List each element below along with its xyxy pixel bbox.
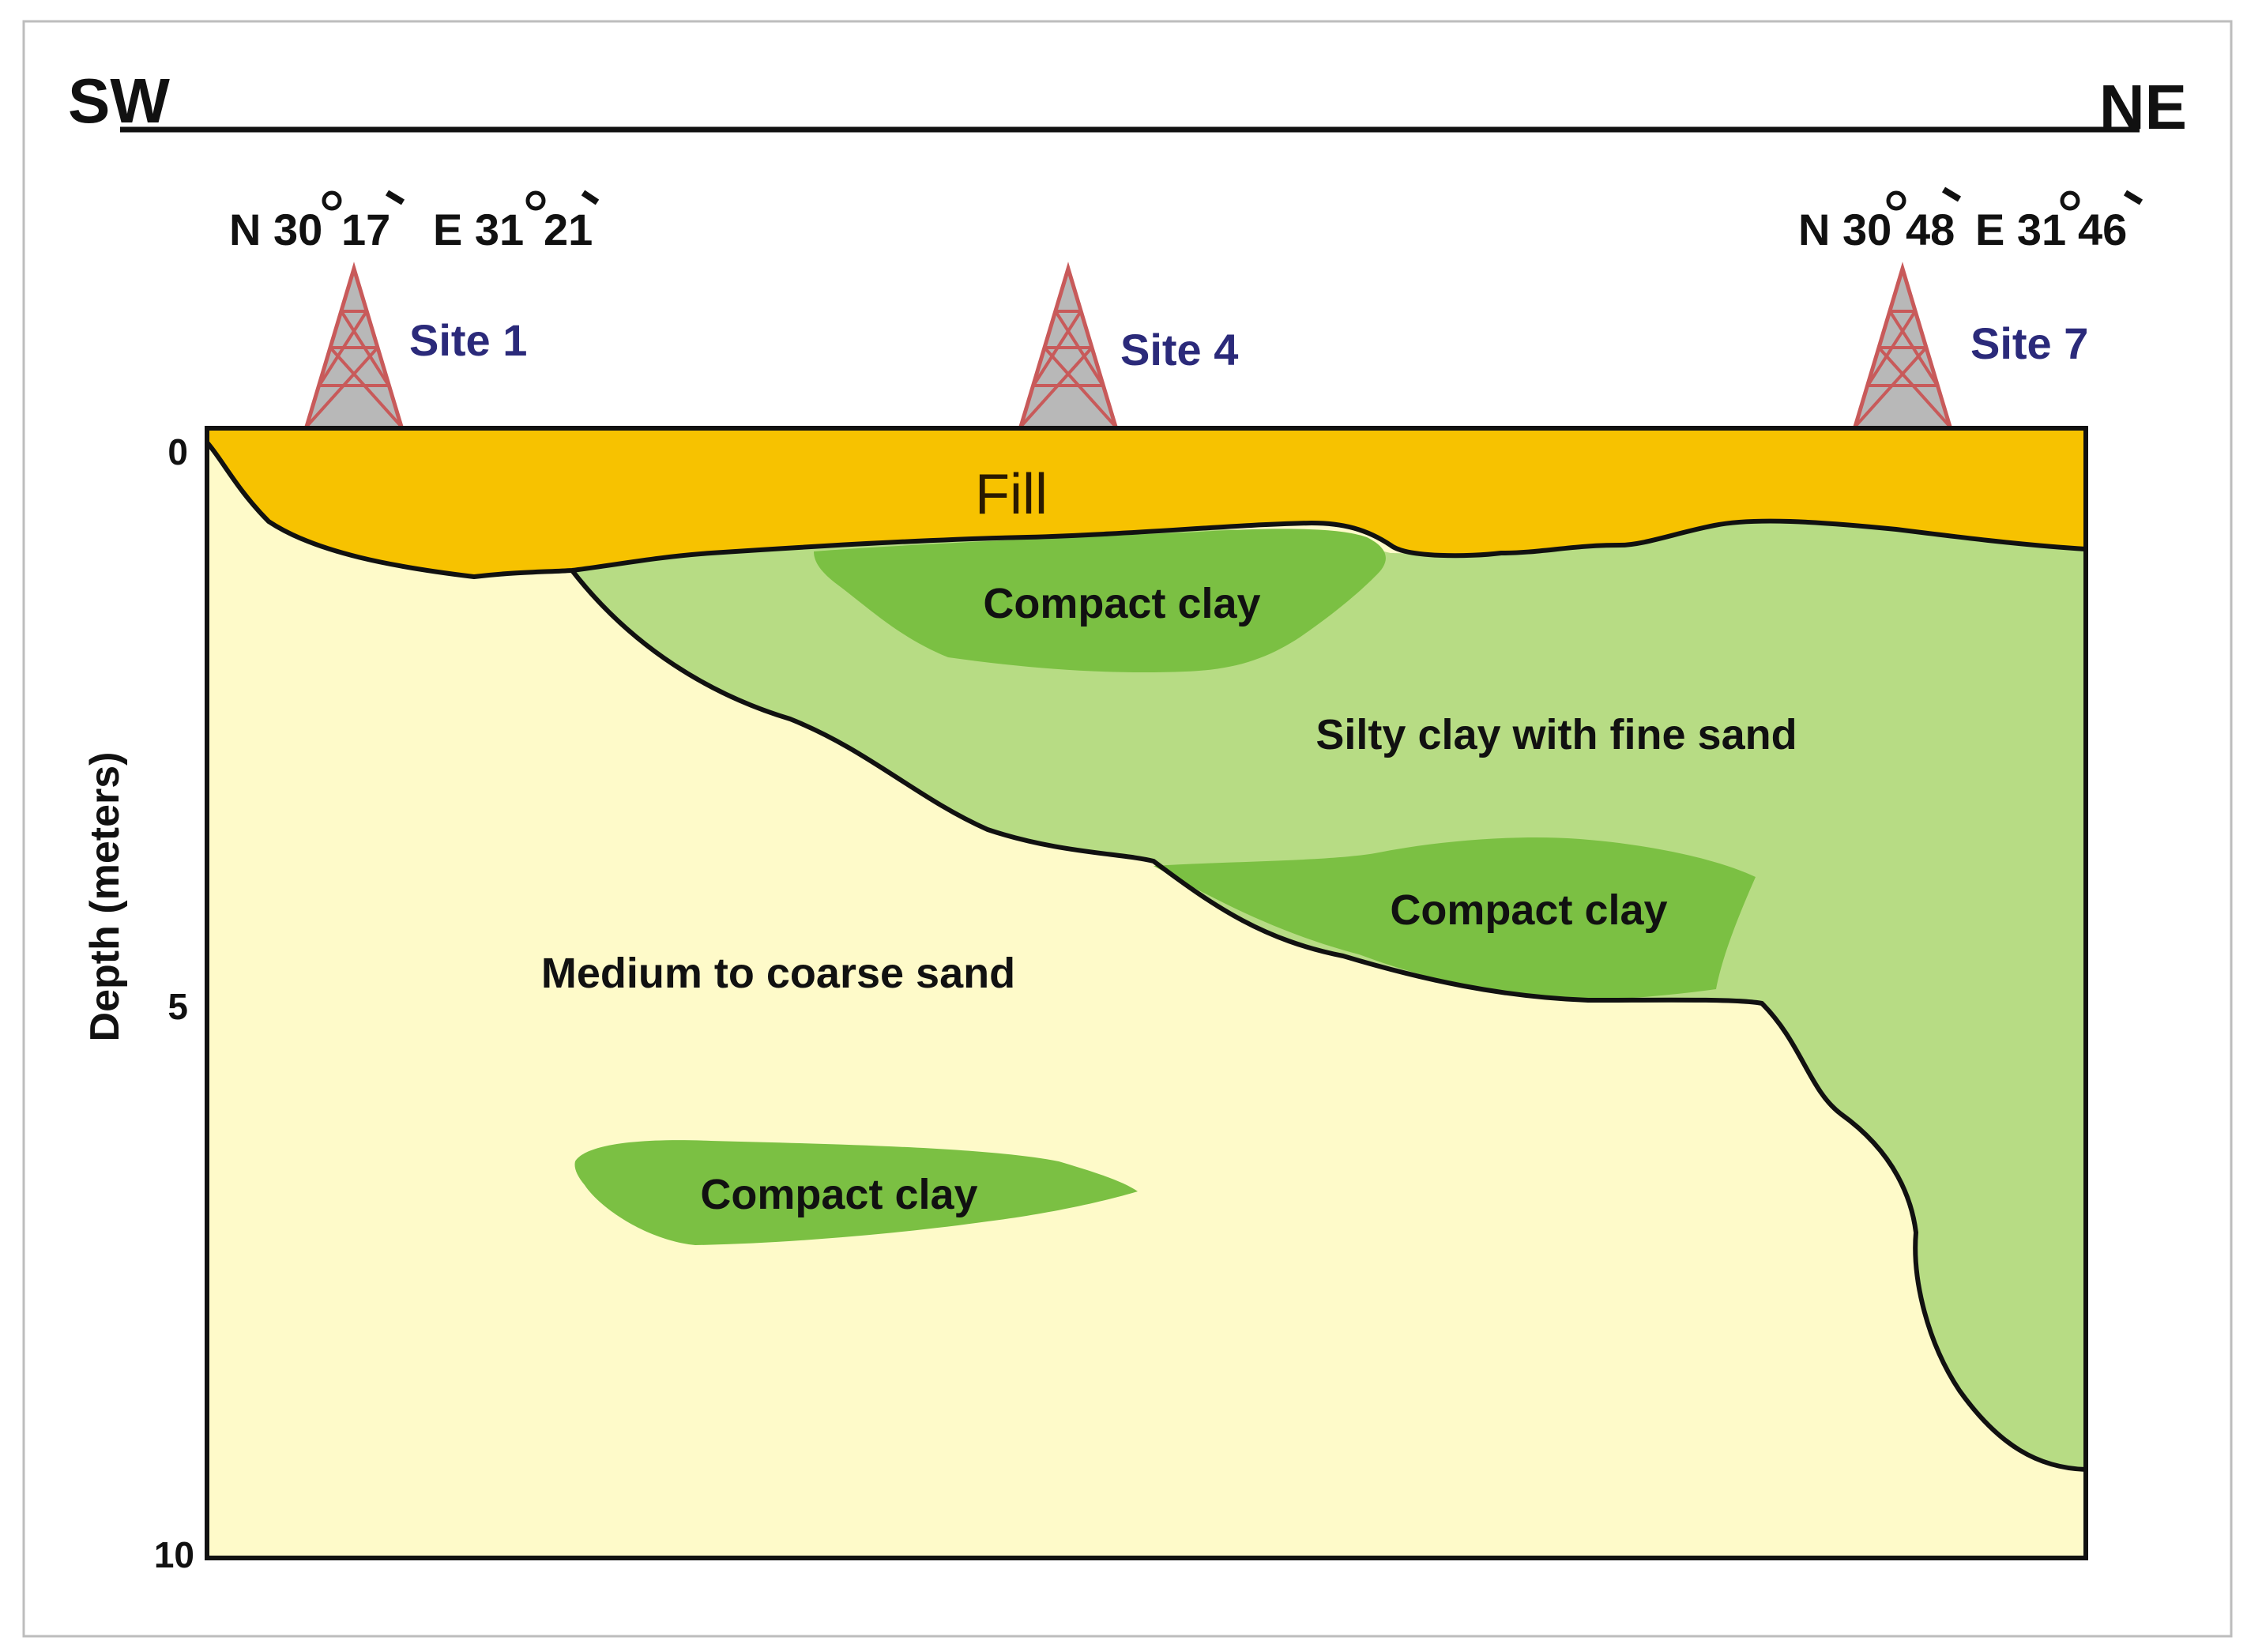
coord-right-lat-min: 48 — [1906, 205, 1955, 254]
coord-right-lon-min: 46 — [2078, 205, 2127, 254]
section-border — [205, 426, 2088, 1560]
coord-left-lat-min: 17 — [341, 205, 390, 254]
site-4-label: Site 4 — [1120, 325, 1238, 374]
coord-left-lon: E 31 — [433, 205, 524, 254]
depth-tick-0: 0 — [167, 431, 188, 472]
silty-clay-layer — [572, 521, 2086, 1470]
compact-clay-lens-middle — [1154, 837, 1756, 1000]
fill-label: Fill — [975, 463, 1048, 526]
drill-rig-icon — [307, 269, 401, 427]
minute-symbol — [581, 190, 600, 205]
depth-axis-title: Depth (meters) — [82, 752, 128, 1042]
minute-symbol — [1941, 186, 1962, 202]
coordinate-right: N 30 48 E 31 46 — [1798, 186, 2143, 254]
coord-right-lon: E 31 — [1975, 205, 2066, 254]
degree-symbol — [525, 190, 546, 211]
degree-symbol — [322, 190, 342, 211]
coordinate-left: N 30 17 E 31 21 — [229, 190, 600, 254]
minute-symbol — [2123, 190, 2143, 205]
site-1-label: Site 1 — [409, 315, 527, 365]
compact-clay-middle-label: Compact clay — [1390, 886, 1667, 934]
compact-clay-lens-top — [814, 529, 1386, 673]
figure-frame — [22, 20, 2233, 1638]
fill-layer — [207, 428, 2086, 577]
depth-tick-10: 10 — [154, 1534, 194, 1575]
fill-base-boundary — [205, 440, 2087, 580]
silty-clay-label: Silty clay with fine sand — [1315, 711, 1797, 758]
degree-symbol — [1886, 190, 1906, 211]
compact-clay-lens-lower — [574, 1140, 1138, 1245]
site-7-label: Site 7 — [1970, 318, 2088, 368]
depth-tick-5: 5 — [167, 986, 188, 1027]
drill-rig-icon — [1021, 269, 1116, 427]
compact-clay-top-label: Compact clay — [983, 580, 1260, 627]
coord-left-lat: N 30 — [229, 205, 322, 254]
compact-clay-lower-label: Compact clay — [700, 1171, 977, 1218]
degree-symbol — [2060, 190, 2080, 211]
sand-clay-boundary — [570, 569, 2087, 1472]
minute-symbol — [385, 190, 405, 205]
coord-left-lon-min: 21 — [544, 205, 593, 254]
sand-label: Medium to coarse sand — [541, 950, 1015, 997]
coord-right-lat: N 30 — [1798, 205, 1891, 254]
direction-sw-label: SW — [68, 66, 170, 136]
drill-rig-icon — [1855, 269, 1950, 427]
